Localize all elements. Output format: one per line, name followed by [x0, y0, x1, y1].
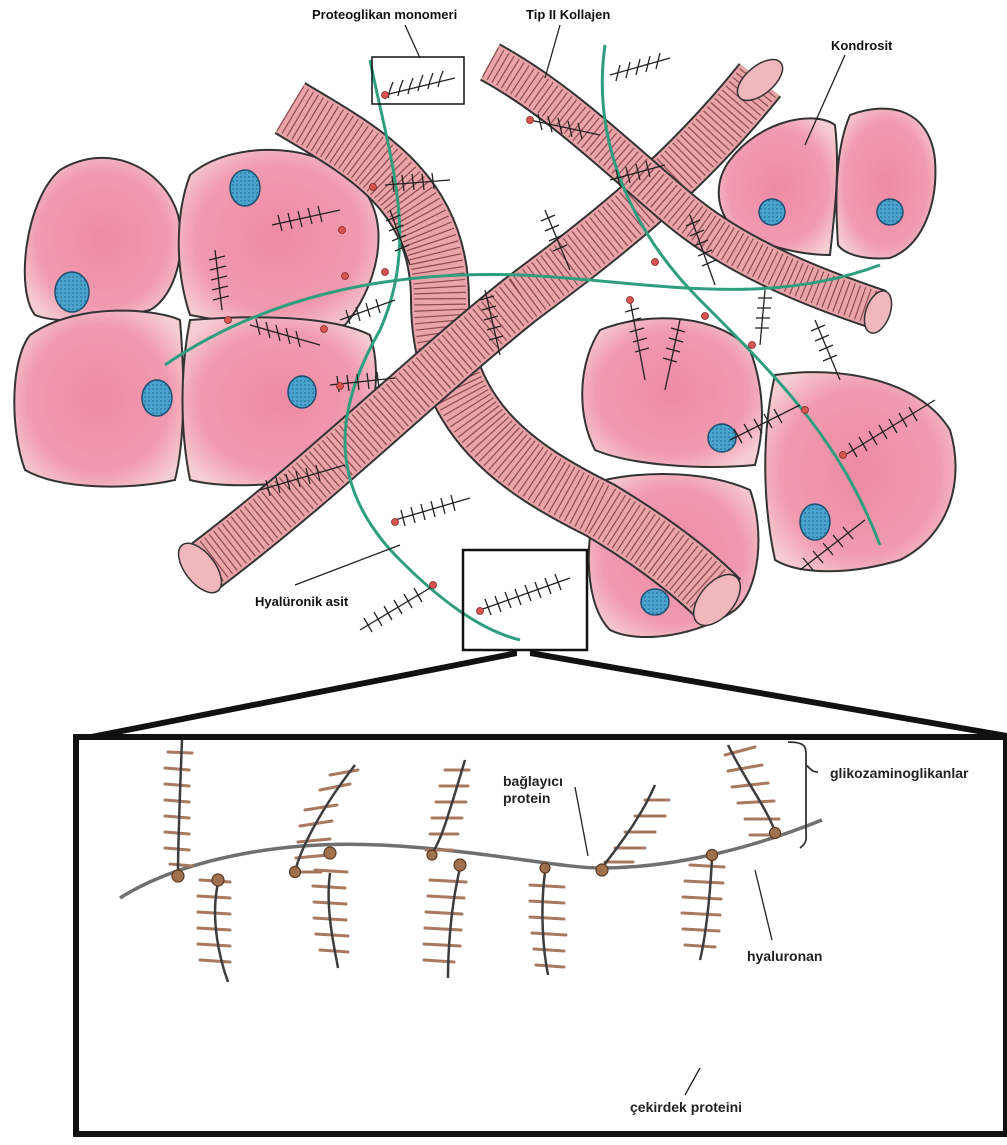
chondrocyte-cell: [836, 109, 935, 259]
nucleus: [641, 589, 669, 615]
nucleus: [759, 199, 785, 225]
proteoglycan: [755, 290, 772, 345]
nucleus: [877, 199, 903, 225]
chondrocyte-cells: [14, 109, 955, 637]
label-glycosaminoglycans: glikozaminoglikanlar: [830, 765, 968, 782]
label-link-protein-line2: protein: [503, 790, 563, 807]
label-proteoglycan-monomer: Proteoglikan monomeri: [312, 7, 457, 22]
nucleus: [800, 504, 830, 540]
label-hyaluronic-acid: Hyalüronik asit: [255, 594, 348, 609]
nucleus: [288, 376, 316, 408]
proteoglycan: [385, 71, 455, 98]
nucleus: [55, 272, 89, 312]
proteoglycan: [480, 574, 570, 615]
zoom-funnel: [76, 650, 517, 743]
proteoglycan: [395, 495, 470, 526]
nucleus: [708, 424, 736, 452]
label-chondrocyte: Kondrosit: [831, 38, 892, 53]
proteoglycan: [610, 53, 670, 81]
nucleus: [142, 380, 172, 416]
label-core-protein: çekirdek proteini: [630, 1099, 742, 1116]
zoom-funnel: [530, 650, 1007, 739]
nucleus: [230, 170, 260, 206]
chondrocyte-cell: [765, 372, 955, 571]
zoom-source-box: [463, 550, 587, 650]
chondrocyte-cell: [25, 158, 181, 321]
label-link-protein: bağlayıcı protein: [503, 773, 563, 807]
label-type2-collagen: Tip II Kollajen: [526, 7, 610, 22]
label-link-protein-line1: bağlayıcı: [503, 773, 563, 790]
proteoglycan: [360, 585, 435, 632]
label-hyaluronan: hyaluronan: [747, 948, 822, 965]
